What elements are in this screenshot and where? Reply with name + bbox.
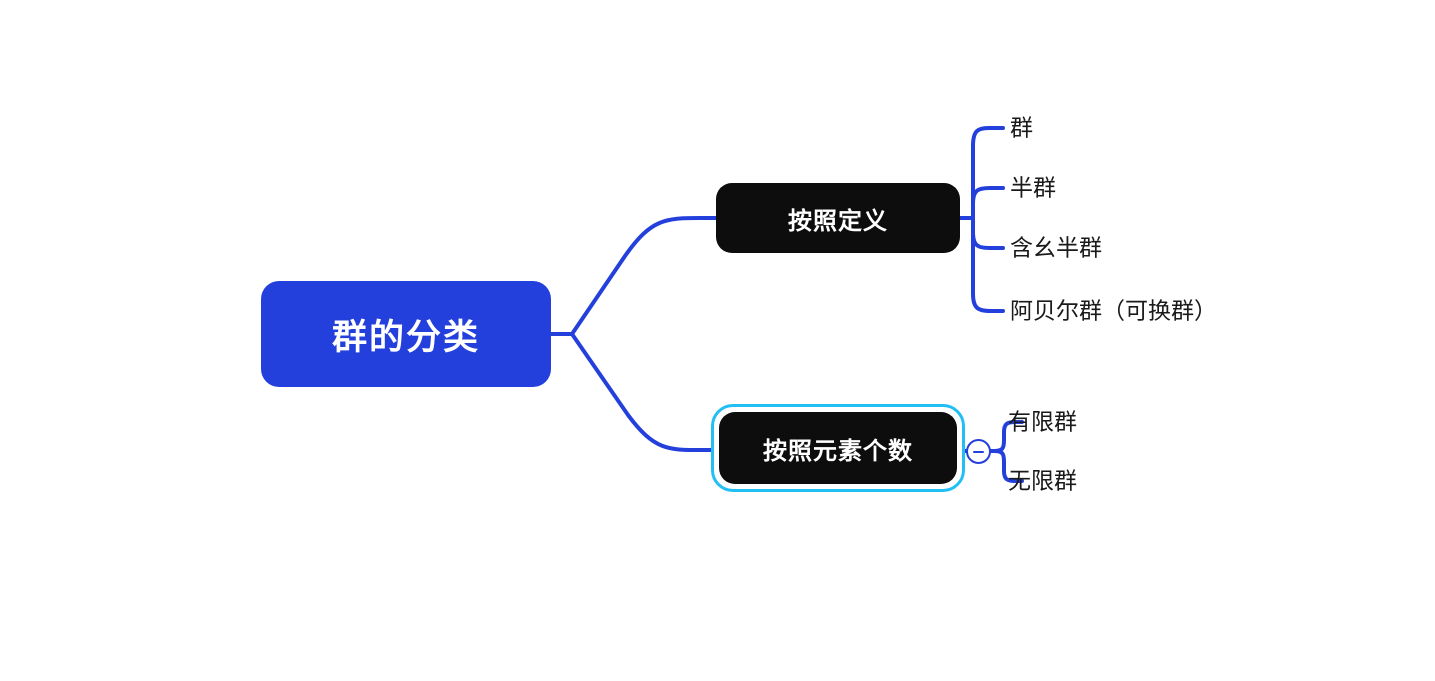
leaf-node[interactable]: 有限群 <box>1008 408 1077 435</box>
connector-branch-1-leaf-3 <box>971 230 1005 250</box>
minus-icon <box>973 450 984 453</box>
leaf-node[interactable]: 半群 <box>1010 174 1056 201</box>
branch-node-by-definition[interactable]: 按照定义 <box>716 183 960 253</box>
connector-root-to-branch-2 <box>570 332 715 452</box>
root-node[interactable]: 群的分类 <box>261 281 551 387</box>
leaf-node[interactable]: 群 <box>1010 114 1033 141</box>
connector-root-to-branch-1 <box>570 216 718 336</box>
root-node-label: 群的分类 <box>331 317 480 357</box>
branch-node-by-element-count[interactable]: 按照元素个数 <box>719 412 957 484</box>
leaf-node[interactable]: 阿贝尔群（可换群） <box>1010 297 1217 324</box>
branch-node-label: 按照元素个数 <box>763 437 913 465</box>
leaf-node[interactable]: 无限群 <box>1008 467 1077 494</box>
connector-branch-1-leaf-4 <box>971 292 1005 313</box>
leaf-node[interactable]: 含幺半群 <box>1010 234 1102 261</box>
connector-branch-1-leaf-2 <box>971 186 1005 206</box>
collapse-toggle-button[interactable] <box>966 439 991 464</box>
branch-node-label: 按照定义 <box>788 207 888 235</box>
connector-branch-1-leaf-1 <box>971 126 1005 148</box>
